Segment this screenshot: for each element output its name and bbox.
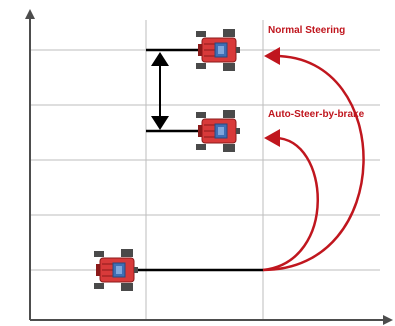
starting-tractor: [93, 248, 139, 292]
auto-steer-tractor: [195, 109, 241, 153]
auto-steer-by-brake-label: Auto-Steer-by-brake: [268, 109, 365, 120]
u-turn-arrow-icon: [262, 47, 365, 272]
double-arrow-icon: [151, 52, 169, 130]
axes: [25, 9, 393, 325]
normal-steering-label: Normal Steering: [268, 25, 346, 36]
normal-steering-tractor: [195, 28, 241, 72]
